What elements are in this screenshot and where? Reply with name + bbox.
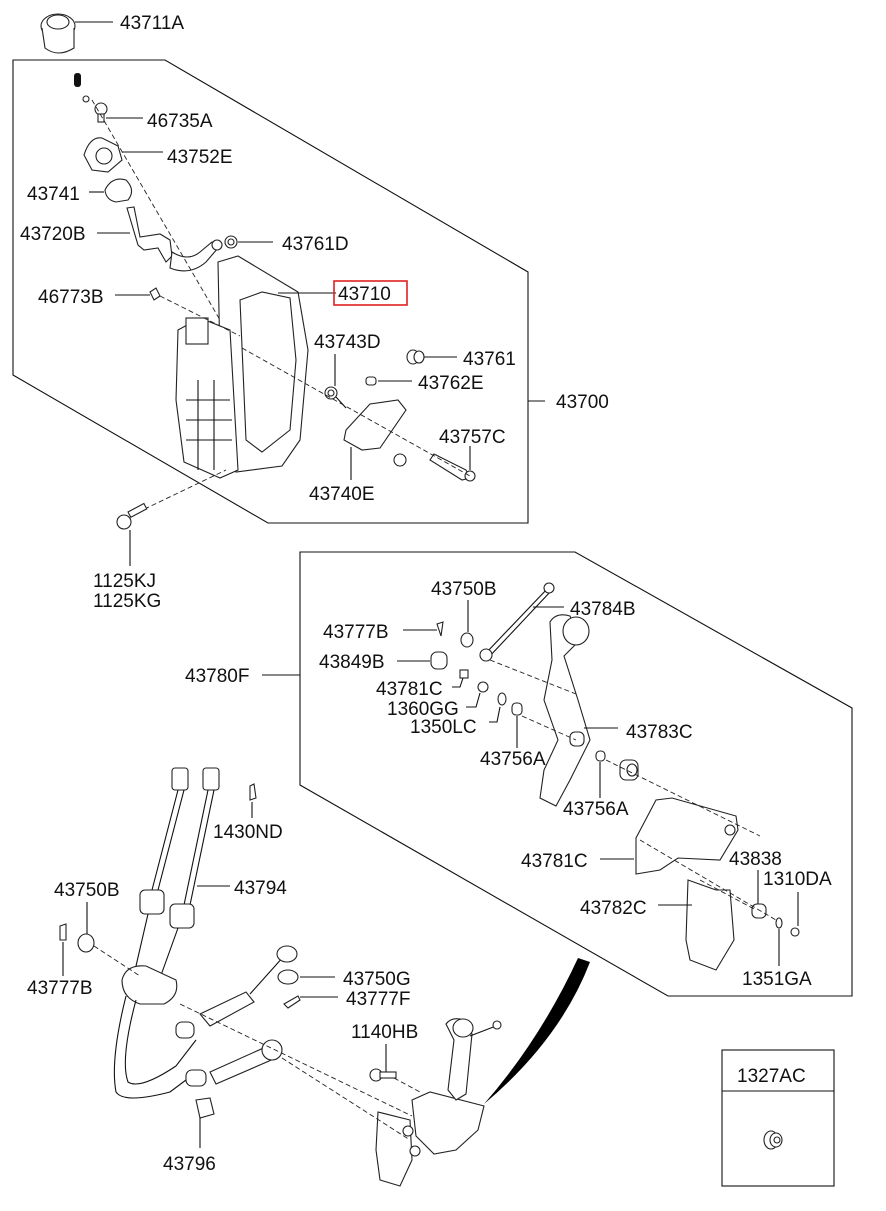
clip-43777B-top-part[interactable] bbox=[436, 621, 444, 637]
part-label-43756A-1[interactable]: 43756A bbox=[480, 749, 546, 770]
part-label-43710[interactable]: 43710 bbox=[338, 284, 391, 305]
bushing-43756A-2-part[interactable] bbox=[595, 750, 606, 762]
rod-43784B-part[interactable] bbox=[479, 582, 555, 662]
upper-assembly-frame bbox=[12, 59, 529, 524]
lower-assembly-frame bbox=[299, 551, 853, 997]
part-label-43762E[interactable]: 43762E bbox=[418, 373, 484, 394]
washer-1351GA-part[interactable] bbox=[775, 917, 783, 929]
clip-43777B-bot-part[interactable] bbox=[59, 923, 67, 941]
part-label-43777B-top[interactable]: 43777B bbox=[323, 622, 389, 643]
nut-1327AC-part[interactable] bbox=[763, 1130, 783, 1150]
part-label-43752E[interactable]: 43752E bbox=[167, 147, 233, 168]
part-label-1327AC[interactable]: 1327AC bbox=[737, 1066, 806, 1087]
part-label-43756A-2[interactable]: 43756A bbox=[563, 799, 629, 820]
part-label-43741[interactable]: 43741 bbox=[27, 184, 80, 205]
part-label-1430ND[interactable]: 1430ND bbox=[213, 822, 283, 843]
ring-43741-part[interactable] bbox=[104, 178, 133, 203]
part-label-46735A[interactable]: 46735A bbox=[147, 111, 213, 132]
group-label-43780F[interactable]: 43780F bbox=[185, 666, 249, 687]
plate-43752E-part[interactable] bbox=[83, 137, 123, 173]
lever-43783C-part[interactable] bbox=[539, 614, 591, 807]
part-label-1125KJ[interactable]: 1125KJ bbox=[93, 571, 156, 592]
part-label-1140HB[interactable]: 1140HB bbox=[351, 1022, 418, 1043]
bolt-43757C-part[interactable] bbox=[429, 453, 476, 482]
part-label-43743D[interactable]: 43743D bbox=[314, 332, 381, 353]
bolt-46735A-part[interactable] bbox=[94, 102, 108, 123]
highlight-box-43710 bbox=[333, 280, 408, 306]
inset-box-1327AC bbox=[721, 1049, 835, 1187]
plate-43782C-part[interactable] bbox=[685, 879, 735, 971]
bushing-43849B-part[interactable] bbox=[430, 651, 448, 670]
transmission-bracket-part[interactable] bbox=[375, 1018, 502, 1187]
part-label-43750B-top[interactable]: 43750B bbox=[431, 579, 497, 600]
leader-43781C-top bbox=[452, 677, 464, 688]
bolt-1125KJ-part[interactable] bbox=[116, 502, 148, 530]
part-label-43740E[interactable]: 43740E bbox=[309, 484, 375, 505]
nut-1360GG-part[interactable] bbox=[477, 681, 489, 693]
nut-43781C-part[interactable] bbox=[459, 669, 469, 679]
bracket-43740E-part[interactable] bbox=[343, 399, 407, 467]
part-label-43849B[interactable]: 43849B bbox=[319, 652, 385, 673]
part-label-1125KG[interactable]: 1125KG bbox=[93, 591, 161, 612]
part-label-43761D[interactable]: 43761D bbox=[282, 234, 349, 255]
part-label-43761[interactable]: 43761 bbox=[463, 349, 516, 370]
assembly-axis-line bbox=[91, 99, 471, 517]
bolt-1140HB-part[interactable] bbox=[369, 1068, 397, 1082]
washer-1350LC-part[interactable] bbox=[497, 692, 507, 706]
part-label-43711A[interactable]: 43711A bbox=[120, 13, 184, 34]
shift-lever-housing-43710-part[interactable] bbox=[175, 255, 309, 479]
small-ball-part[interactable] bbox=[82, 95, 90, 103]
part-label-43777B-bot[interactable]: 43777B bbox=[27, 978, 93, 999]
detail-pointer-arrow bbox=[484, 958, 590, 1104]
part-label-43777F[interactable]: 43777F bbox=[346, 989, 410, 1010]
part-label-1360GG[interactable]: 1360GG bbox=[387, 699, 459, 720]
clip-1430ND-part[interactable] bbox=[249, 783, 257, 801]
part-label-43750G[interactable]: 43750G bbox=[343, 969, 411, 990]
part-label-43781C-top[interactable]: 43781C bbox=[376, 679, 443, 700]
plate-43781C-part[interactable] bbox=[635, 797, 739, 875]
bushing-large-part[interactable] bbox=[619, 759, 639, 781]
pin-43762E-part[interactable] bbox=[365, 376, 377, 386]
clip-43777F-part[interactable] bbox=[283, 995, 301, 1009]
part-label-43794[interactable]: 43794 bbox=[234, 878, 287, 899]
part-label-43796[interactable]: 43796 bbox=[163, 1154, 216, 1175]
part-label-43784B[interactable]: 43784B bbox=[570, 599, 636, 620]
leader-1350LC bbox=[489, 706, 501, 723]
lower-assembly-axis bbox=[489, 659, 777, 921]
spring-part[interactable] bbox=[74, 73, 81, 87]
part-label-43757C[interactable]: 43757C bbox=[439, 427, 506, 448]
part-label-1351GA[interactable]: 1351GA bbox=[742, 969, 812, 990]
part-label-43781C-bot[interactable]: 43781C bbox=[521, 851, 588, 872]
group-label-43700[interactable]: 43700 bbox=[556, 392, 609, 413]
clip-43796-part[interactable] bbox=[195, 1097, 215, 1119]
part-label-46773B[interactable]: 46773B bbox=[38, 287, 104, 308]
bushing-43761-part[interactable] bbox=[406, 349, 425, 365]
washer-43750B-bot-part[interactable] bbox=[77, 933, 95, 953]
part-label-1310DA[interactable]: 1310DA bbox=[763, 869, 832, 890]
cable-axis-line bbox=[93, 945, 421, 1141]
lever-43720B-part[interactable] bbox=[126, 206, 223, 272]
leader-1360GG bbox=[466, 692, 481, 708]
bushing-43838-part[interactable] bbox=[751, 903, 767, 919]
part-label-1350LC[interactable]: 1350LC bbox=[410, 717, 477, 738]
part-label-43782C[interactable]: 43782C bbox=[580, 898, 647, 919]
washer-43750G-part[interactable] bbox=[277, 969, 299, 985]
part-label-43720B[interactable]: 43720B bbox=[20, 224, 86, 245]
bushing-43761D-part[interactable] bbox=[224, 235, 238, 249]
shift-knob-part[interactable] bbox=[40, 13, 76, 54]
washer-43750B-top-part[interactable] bbox=[460, 632, 474, 648]
part-label-43838[interactable]: 43838 bbox=[729, 849, 782, 870]
part-label-43750B-bot[interactable]: 43750B bbox=[54, 880, 120, 901]
clip-46773B-part[interactable] bbox=[149, 287, 161, 301]
shift-cable-43794-part[interactable] bbox=[113, 767, 298, 1099]
nut-1310DA-part[interactable] bbox=[790, 927, 800, 937]
part-label-43783C[interactable]: 43783C bbox=[626, 722, 693, 743]
bushing-43756A-1-part[interactable] bbox=[511, 702, 523, 716]
